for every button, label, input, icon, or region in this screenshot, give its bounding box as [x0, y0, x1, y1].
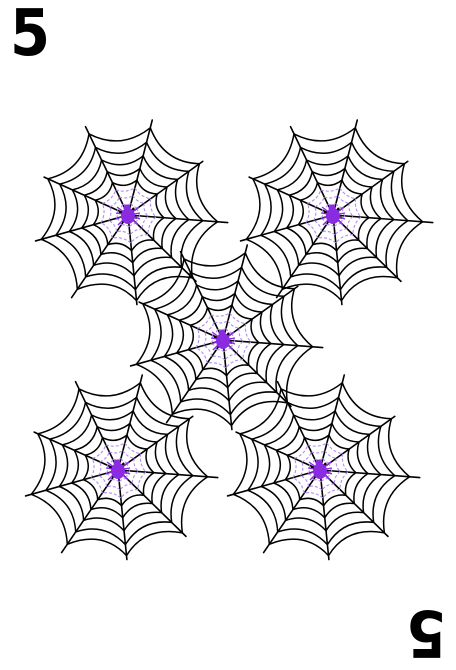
web-outer-ring: [284, 434, 357, 507]
spider-icon: [105, 459, 131, 481]
web-outer-ring: [260, 141, 409, 291]
spider-web-icon: [222, 365, 421, 561]
web-spoke: [319, 374, 346, 471]
web-spoke: [262, 469, 321, 554]
web-outer-ring: [176, 292, 272, 389]
web-outer-ring: [92, 179, 165, 252]
web-spoke: [117, 415, 194, 471]
web-spoke: [60, 469, 119, 554]
web-spoke: [235, 431, 321, 471]
web-outer-ring: [40, 127, 219, 302]
web-spoke: [319, 469, 421, 479]
web-spoke: [319, 415, 396, 471]
web-spoke: [332, 214, 434, 224]
web-spoke: [165, 339, 224, 424]
web-outer-ring: [273, 155, 395, 277]
spider-icon: [115, 204, 141, 226]
web-outer-ring: [150, 266, 299, 416]
web-outer-ring: [247, 396, 396, 546]
spider-web-drawing: [226, 374, 421, 561]
web-spoke: [222, 244, 249, 341]
web-spoke: [275, 214, 334, 299]
web-inner-ring: [313, 195, 354, 236]
web-spoke: [332, 119, 359, 216]
web-inner-ring: [203, 320, 244, 361]
web-spoke: [222, 339, 324, 349]
web-spoke: [289, 125, 334, 216]
spider-web-icon: [20, 365, 219, 561]
spider-web-drawing: [24, 374, 219, 561]
web-outer-ring: [82, 434, 155, 507]
web-outer-ring: [30, 382, 209, 557]
web-spoke: [332, 160, 409, 216]
web-outer-ring: [135, 252, 314, 427]
spider-icon: [320, 204, 346, 226]
rank-label-bottom: 5: [408, 595, 447, 669]
web-outer-ring: [286, 167, 382, 264]
web-spoke: [117, 469, 219, 479]
web-outer-ring: [163, 280, 285, 402]
web-outer-ring: [81, 167, 177, 264]
spider-icon: [210, 329, 236, 351]
web-spoke: [127, 160, 204, 216]
web-outer-ring: [45, 396, 194, 546]
web-outer-ring: [68, 155, 190, 277]
spider-web-drawing: [239, 119, 434, 306]
spider-icon: [307, 459, 333, 481]
web-spoke: [74, 380, 119, 471]
spider-web-icon: [30, 110, 229, 306]
web-outer-ring: [297, 179, 370, 252]
rank-label-top: 5: [10, 0, 50, 71]
web-outer-ring: [232, 382, 411, 557]
web-inner-ring: [108, 195, 149, 236]
web-spoke: [70, 214, 129, 299]
web-outer-ring: [55, 141, 204, 291]
web-spoke: [84, 125, 129, 216]
web-spoke: [138, 301, 224, 341]
web-spoke: [179, 250, 224, 341]
web-spoke: [276, 380, 321, 471]
web-spoke: [127, 214, 229, 224]
web-outer-ring: [71, 422, 167, 519]
web-inner-ring: [300, 450, 341, 491]
spider-web-icon: [125, 235, 324, 431]
spider-web-icon: [235, 110, 434, 306]
web-outer-ring: [187, 304, 260, 377]
web-spoke: [43, 176, 129, 216]
web-spoke: [127, 119, 154, 216]
web-spoke: [33, 431, 119, 471]
web-inner-ring: [98, 450, 139, 491]
web-outer-ring: [245, 127, 424, 302]
web-spoke: [222, 285, 299, 341]
web-spoke: [248, 176, 334, 216]
web-spoke: [117, 374, 144, 471]
web-outer-ring: [273, 422, 369, 519]
spider-web-drawing: [34, 119, 229, 306]
web-outer-ring: [58, 410, 180, 532]
web-outer-ring: [260, 410, 382, 532]
spider-web-drawing: [129, 244, 324, 431]
